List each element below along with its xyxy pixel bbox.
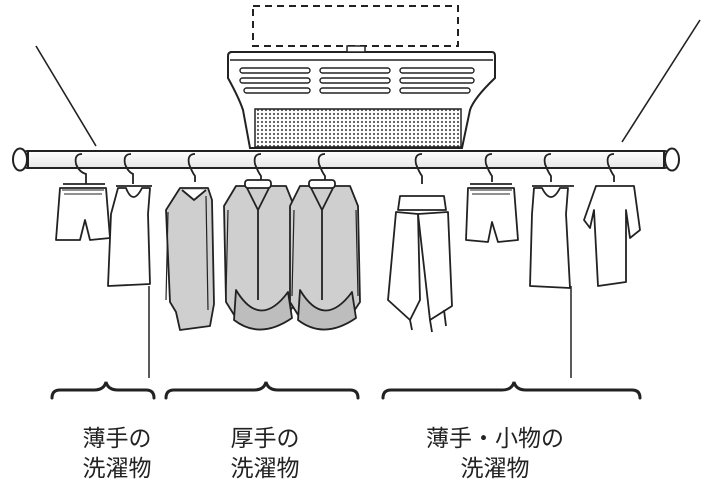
hanging-rod: [12, 147, 680, 172]
jacket-2: [289, 179, 361, 331]
hanger-hooks: [74, 153, 615, 184]
shorts-left: [55, 183, 111, 241]
label-thin-laundry: 薄手の 洗濯物: [52, 424, 182, 484]
t-shirt-right: [583, 185, 641, 287]
label-thick-line1: 厚手の: [230, 426, 300, 452]
brace-thin: [50, 381, 156, 400]
dryer-intake-grille: [254, 108, 462, 148]
tank-top-right: [529, 185, 574, 289]
label-small-items-laundry: 薄手・小物の 洗濯物: [395, 424, 595, 484]
ceiling-recess-outline: [252, 5, 459, 47]
tank-top-left: [107, 185, 152, 287]
label-thin-line2: 洗濯物: [82, 456, 152, 482]
ceiling-dryer-unit: [227, 5, 496, 149]
jacket-1: [223, 179, 297, 331]
brace-thick: [164, 381, 360, 400]
label-thin-line1: 薄手の: [82, 426, 152, 452]
dryer-louvers: [239, 67, 475, 94]
label-small-line1: 薄手・小物の: [426, 426, 564, 452]
shorts-right: [465, 183, 519, 243]
label-small-line2: 洗濯物: [460, 456, 530, 482]
left-wall-line: [35, 45, 97, 147]
right-wall-line: [621, 19, 701, 143]
clothespin-hanger: [387, 195, 453, 333]
label-thick-line2: 洗濯物: [230, 456, 300, 482]
group-braces: [50, 381, 642, 400]
brace-small: [381, 381, 642, 400]
label-thick-laundry: 厚手の 洗濯物: [195, 424, 335, 484]
long-shirt: [165, 187, 215, 331]
